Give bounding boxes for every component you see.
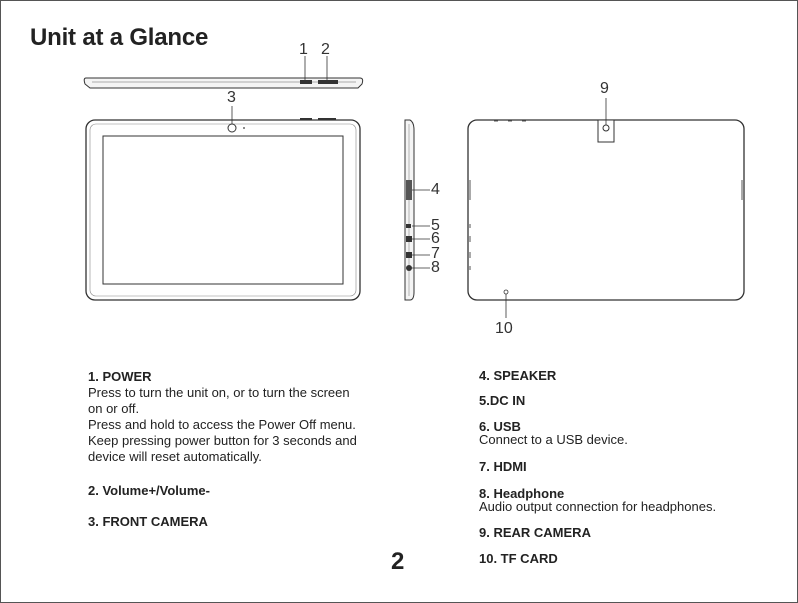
headphone-desc: Audio output connection for headphones. [479,499,717,514]
callout-1: 1 [299,41,308,58]
tf-card-section: 10. TF CARD [479,551,558,567]
usb-heading: 6. USB [479,419,521,434]
usb-port-shape [406,236,412,242]
tablet-side-view [404,119,430,301]
tablet-front-view [85,106,361,301]
tf-card-slot-shape [503,289,509,295]
left-description-column: 1. POWER Press to turn the unit on, or t… [88,369,418,465]
volume-button-shape [318,80,338,84]
usb-desc: Connect to a USB device. [479,432,628,447]
headphone-section: 8. Headphone Audio output connection for… [479,486,716,515]
callout-7: 7 [431,245,440,262]
front-camera-shape [227,123,237,133]
callout-2: 2 [321,41,330,58]
callout-8: 8 [431,259,440,276]
tf-card-heading: 10. TF CARD [479,551,558,566]
rear-camera-section: 9. REAR CAMERA [479,525,591,541]
callout-3: 3 [227,89,236,106]
power-button-shape [300,80,312,84]
dc-in-section: 5.DC IN [479,393,525,409]
speaker-section: 4. SPEAKER [479,368,556,384]
volume-section: 2. Volume+/Volume- [88,483,210,499]
tablet-top-edge-view [83,56,364,89]
rear-camera-shape [602,124,610,132]
page-number: 2 [391,548,405,575]
headphone-heading: 8. Headphone [479,486,565,501]
rear-camera-heading: 9. REAR CAMERA [479,525,591,540]
callout-6: 6 [431,230,440,247]
callout-9: 9 [600,80,609,97]
power-heading: 1. POWER [88,369,152,384]
page-title: Unit at a Glance [30,24,209,51]
callout-4: 4 [431,181,440,198]
power-desc-line: Press and hold to access the Power Off m… [88,417,356,432]
speaker-grille-shape [406,180,412,200]
power-desc-line: device will reset automatically. [88,449,262,464]
power-desc-line: Press to turn the unit on, or to turn th… [88,385,350,400]
callout-10: 10 [495,320,513,337]
speaker-heading: 4. SPEAKER [479,368,557,383]
power-section: 1. POWER Press to turn the unit on, or t… [88,369,418,465]
power-desc-line: on or off. [88,401,140,416]
callout-5: 5 [431,217,440,234]
tablet-rear-view [467,98,745,318]
usb-section: 6. USB Connect to a USB device. [479,419,628,448]
dc-in-port-shape [406,224,411,228]
front-camera-heading: 3. FRONT CAMERA [88,514,208,529]
headphone-port-shape [406,265,412,271]
front-camera-section: 3. FRONT CAMERA [88,514,208,530]
hdmi-port-shape [406,252,412,258]
power-desc-line: Keep pressing power button for 3 seconds… [88,433,357,448]
hdmi-heading: 7. HDMI [479,459,527,474]
hdmi-section: 7. HDMI [479,459,527,475]
dc-in-heading: 5.DC IN [479,393,526,408]
volume-heading: 2. Volume+/Volume- [88,483,210,498]
